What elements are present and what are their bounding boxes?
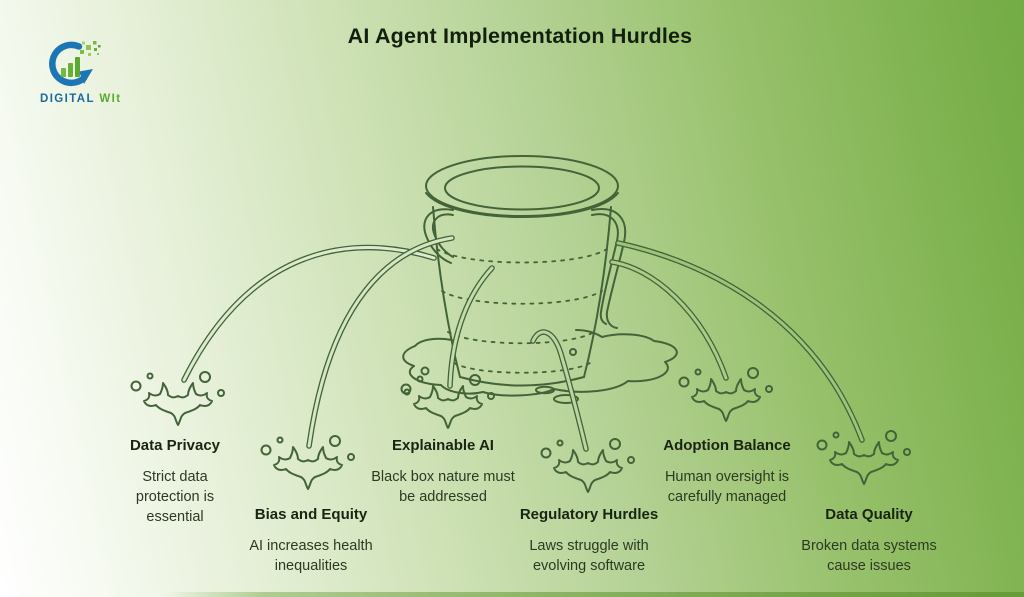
hurdle-item-data-quality: Data Quality Broken data systems cause i… bbox=[792, 506, 947, 576]
brand-primary-text: DIGITAL bbox=[40, 93, 95, 105]
hurdle-item-data-privacy: Data Privacy Strict data protection is e… bbox=[116, 437, 234, 527]
hurdle-name: Adoption Balance bbox=[663, 437, 791, 454]
stream-explainable-ai bbox=[447, 265, 495, 389]
stream-bias-and-equity bbox=[306, 235, 455, 449]
hurdle-item-bias-and-equity: Bias and Equity AI increases health ineq… bbox=[236, 506, 386, 576]
hurdle-item-explainable-ai: Explainable AI Black box nature must be … bbox=[367, 437, 519, 507]
page-title: AI Agent Implementation Hurdles bbox=[347, 24, 693, 48]
hurdle-item-adoption-balance: Adoption Balance Human oversight is care… bbox=[646, 437, 808, 507]
brand-logo: DIGITAL WIt bbox=[40, 38, 160, 105]
hurdle-item-regulatory-hurdles: Regulatory Hurdles Laws struggle with ev… bbox=[513, 506, 665, 576]
hurdle-description: Strict data protection is essential bbox=[135, 469, 215, 525]
hurdle-name: Explainable AI bbox=[392, 437, 494, 454]
hurdle-name: Regulatory Hurdles bbox=[519, 506, 659, 523]
splash-data-privacy bbox=[130, 371, 225, 426]
stream-adoption-balance bbox=[609, 259, 729, 381]
bottom-edge-strip bbox=[0, 592, 1024, 597]
puddle bbox=[402, 329, 678, 404]
digital-wit-logo-icon bbox=[49, 41, 101, 87]
hurdle-description: AI increases health inequalities bbox=[249, 538, 373, 574]
bucket bbox=[423, 155, 627, 387]
hurdle-name: Data Quality bbox=[825, 506, 913, 523]
hurdle-description: Broken data systems cause issues bbox=[801, 538, 937, 574]
hurdle-description: Black box nature must be addressed bbox=[371, 469, 515, 505]
hurdle-name: Bias and Equity bbox=[254, 506, 368, 523]
stream-data-quality bbox=[615, 240, 865, 443]
stream-data-privacy bbox=[181, 244, 437, 383]
brand-secondary-text: WIt bbox=[99, 93, 122, 105]
stream-regulatory-hurdles bbox=[530, 329, 589, 452]
hurdle-description: Laws struggle with evolving software bbox=[529, 538, 649, 574]
brand-wordmark: DIGITAL WIt bbox=[40, 93, 160, 105]
hurdle-description: Human oversight is carefully managed bbox=[664, 469, 790, 505]
hurdle-name: Data Privacy bbox=[129, 437, 221, 454]
